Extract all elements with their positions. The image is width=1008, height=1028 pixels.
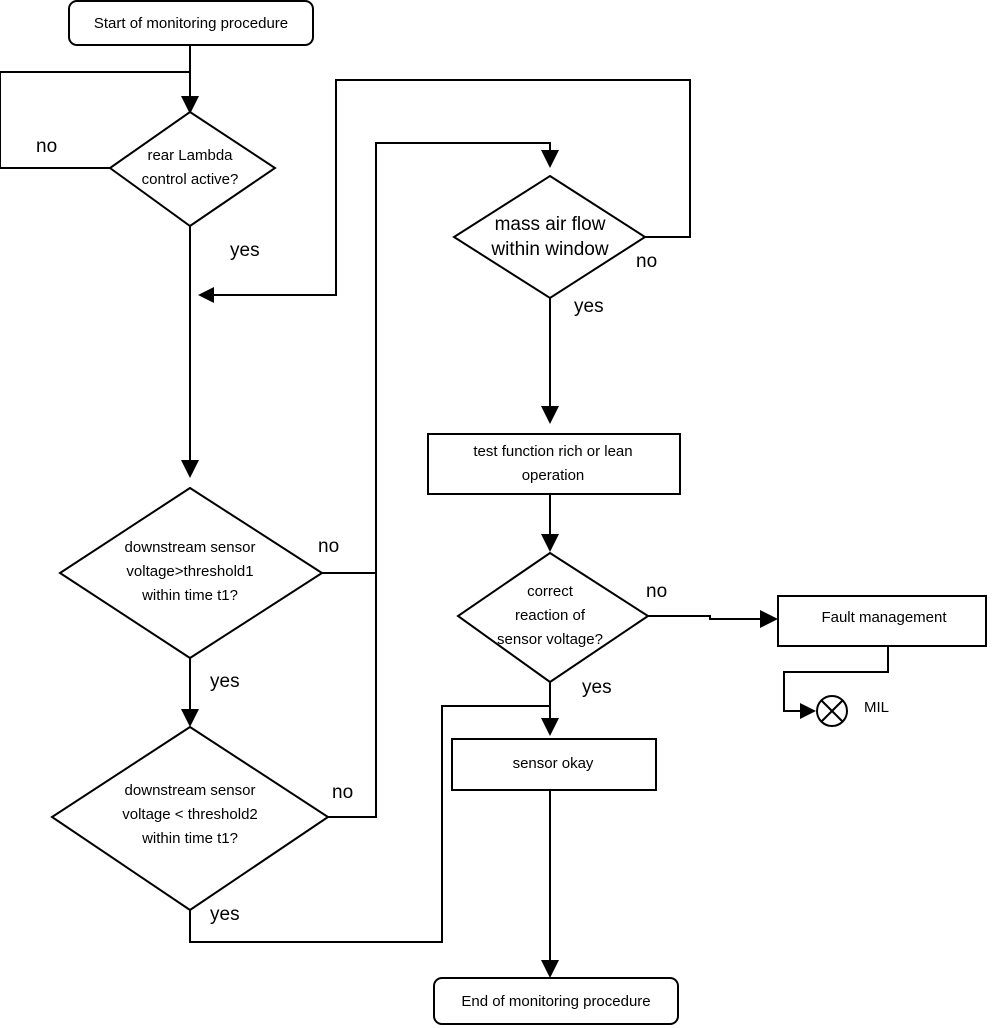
downstream-2-line-2: voltage < threshold2 (122, 806, 258, 823)
rear-lambda-line-1: rear Lambda (147, 147, 233, 164)
correct-reaction-no-label: no (646, 581, 667, 602)
test-function-process: test function rich or lean operation (427, 433, 681, 495)
mass-air-flow-line-2: within window (490, 239, 608, 260)
mil-label: MIL (864, 699, 889, 716)
correct-reaction-line-2: reaction of (515, 607, 586, 624)
fault-management-process: Fault management (777, 595, 987, 647)
edge-correct-reaction-no (648, 615, 762, 620)
rear-lambda-yes-label: yes (230, 240, 260, 261)
end-label: End of monitoring procedure (461, 993, 650, 1010)
mass-air-flow-no-label: no (636, 251, 657, 272)
arrowhead-mil (800, 703, 816, 719)
arrowhead-sensor-okay (541, 718, 559, 736)
test-function-line-2: operation (522, 467, 585, 484)
start-label: Start of monitoring procedure (94, 15, 288, 32)
arrowhead-correct-reaction (541, 534, 559, 552)
start-node: Start of monitoring procedure (68, 0, 314, 46)
downstream-2-line-3: within time t1? (141, 830, 238, 847)
edge-downstream-2-no (328, 142, 551, 818)
arrowhead-end (541, 960, 559, 978)
mass-air-flow-decision: mass air flow within window (452, 174, 647, 300)
downstream-1-line-3: within time t1? (141, 587, 238, 604)
arrowhead-mass-air-flow (541, 150, 559, 168)
edge-labels: no yes no yes no yes no yes no yes (36, 136, 667, 925)
edge-downstream-2-yes (189, 705, 550, 943)
downstream-2-yes-label: yes (210, 904, 240, 925)
downstream-1-yes-label: yes (210, 671, 240, 692)
edge-fault-to-mil (783, 646, 889, 712)
test-function-line-1: test function rich or lean (473, 443, 632, 460)
correct-reaction-line-3: sensor voltage? (497, 631, 603, 648)
downstream-2-line-1: downstream sensor (125, 782, 256, 799)
correct-reaction-decision: correct reaction of sensor voltage? (456, 551, 650, 684)
connectors (0, 45, 889, 962)
arrowheads (181, 96, 816, 978)
arrowhead-rear-lambda (181, 96, 199, 114)
mass-air-flow-yes-label: yes (574, 296, 604, 317)
arrowhead-fault-management (760, 610, 778, 628)
arrowhead-downstream-1 (181, 460, 199, 478)
arrowhead-junction (198, 287, 214, 303)
downstream-1-line-2: voltage>threshold1 (126, 563, 253, 580)
correct-reaction-yes-label: yes (582, 677, 612, 698)
arrowhead-test-function (541, 406, 559, 424)
edge-rear-lambda-no-loop (0, 71, 190, 169)
sensor-okay-label: sensor okay (513, 755, 594, 772)
downstream-1-decision: downstream sensor voltage>threshold1 wit… (58, 486, 324, 660)
downstream-2-no-label: no (332, 782, 353, 803)
rear-lambda-line-2: control active? (142, 171, 239, 188)
fault-management-label: Fault management (821, 609, 947, 626)
end-node: End of monitoring procedure (433, 977, 679, 1025)
correct-reaction-line-1: correct (527, 583, 574, 600)
arrowhead-downstream-2 (181, 709, 199, 727)
downstream-1-line-1: downstream sensor (125, 539, 256, 556)
mass-air-flow-line-1: mass air flow (495, 214, 606, 235)
rear-lambda-no-label: no (36, 136, 57, 157)
sensor-okay-process: sensor okay (451, 738, 657, 791)
downstream-1-no-label: no (318, 536, 339, 557)
mil-indicator: MIL (816, 695, 889, 727)
edge-mass-air-flow-no (212, 79, 691, 296)
downstream-2-decision: downstream sensor voltage < threshold2 w… (50, 725, 330, 912)
rear-lambda-decision: rear Lambda control active? (108, 110, 277, 228)
